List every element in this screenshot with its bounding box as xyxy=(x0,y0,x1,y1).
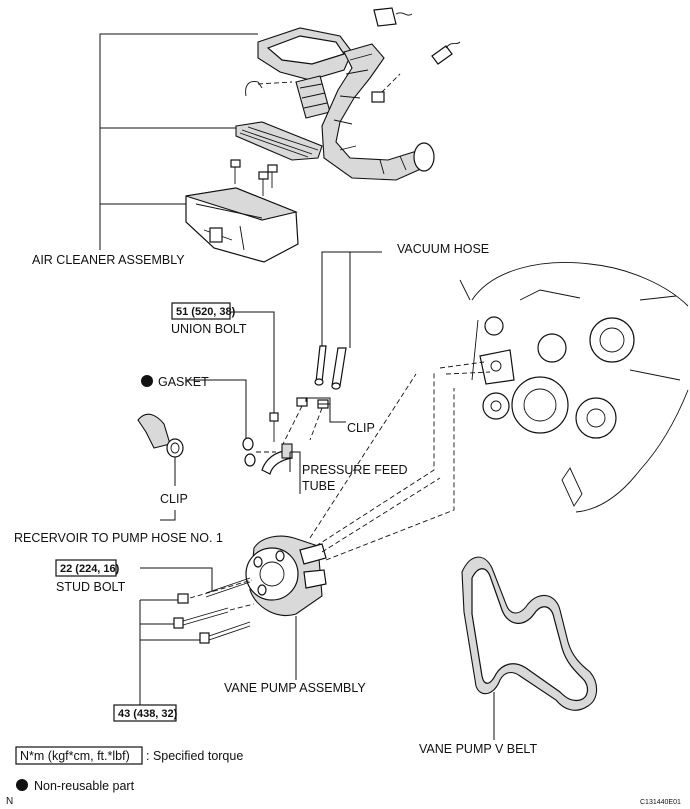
air-cleaner-cap xyxy=(257,27,353,119)
torque-box-union-bolt xyxy=(171,302,231,320)
label-union-bolt: UNION BOLT xyxy=(171,322,247,336)
label-pressure-feed-line-2: TUBE xyxy=(302,479,335,493)
torque-stud-bolt: 22 (224, 16) xyxy=(60,563,120,575)
torque-box-pump-bolts xyxy=(113,704,177,722)
reservoir-hose xyxy=(137,413,184,458)
pressure-feed-tube xyxy=(261,443,293,475)
legend-torque-box xyxy=(15,746,143,765)
air-cleaner-element xyxy=(235,121,323,161)
torque-box-stud-bolt xyxy=(55,559,117,577)
torque-pump-bolts: 43 (438, 32) xyxy=(118,708,178,720)
vane-pump-assembly xyxy=(245,535,327,616)
label-gasket: GASKET xyxy=(158,375,209,389)
label-vane-pump-v-belt: VANE PUMP V BELT xyxy=(419,742,537,756)
legend-nonreusable: Non-reusable part xyxy=(34,779,135,793)
label-air-cleaner-assembly: AIR CLEANER ASSEMBLY xyxy=(32,253,185,267)
engine-block xyxy=(459,262,689,513)
small-hose-left xyxy=(245,81,263,97)
corner-mark: N xyxy=(6,796,13,807)
gaskets xyxy=(242,437,256,467)
air-cleaner-screws xyxy=(230,159,278,196)
legend-torque-desc: : Specified torque xyxy=(146,749,243,763)
pump-nut xyxy=(177,593,189,604)
label-clip-right: CLIP xyxy=(347,421,375,435)
torque-union-bolt: 51 (520, 38) xyxy=(176,306,236,318)
vane-pump-v-belt xyxy=(461,556,598,711)
sensor-connector xyxy=(373,7,413,27)
air-cleaner-case xyxy=(185,187,299,263)
pump-bolt-1 xyxy=(173,607,229,629)
stud-bolt xyxy=(205,577,251,598)
label-vane-pump-assembly: VANE PUMP ASSEMBLY xyxy=(224,681,366,695)
legend-nonreusable-bullet xyxy=(16,779,28,791)
label-stud-bolt: STUD BOLT xyxy=(56,580,126,594)
figure-code: C131440E01 xyxy=(640,799,681,806)
label-vacuum-hose: VACUUM HOSE xyxy=(397,242,489,256)
legend-torque-unit: N*m (kgf*cm, ft.*lbf) xyxy=(20,749,130,763)
label-pressure-feed-line-1: PRESSURE FEED xyxy=(302,463,408,477)
nonreusable-bullet-gasket xyxy=(141,375,153,387)
label-clip-left: CLIP xyxy=(160,492,188,506)
vsv-plug xyxy=(431,41,461,65)
vacuum-hose xyxy=(314,345,347,390)
label-reservoir-hose: RECERVOIR TO PUMP HOSE NO. 1 xyxy=(14,531,223,545)
air-cleaner-hose xyxy=(321,43,435,181)
pump-bolt-2 xyxy=(199,621,251,644)
union-bolt xyxy=(269,412,279,442)
